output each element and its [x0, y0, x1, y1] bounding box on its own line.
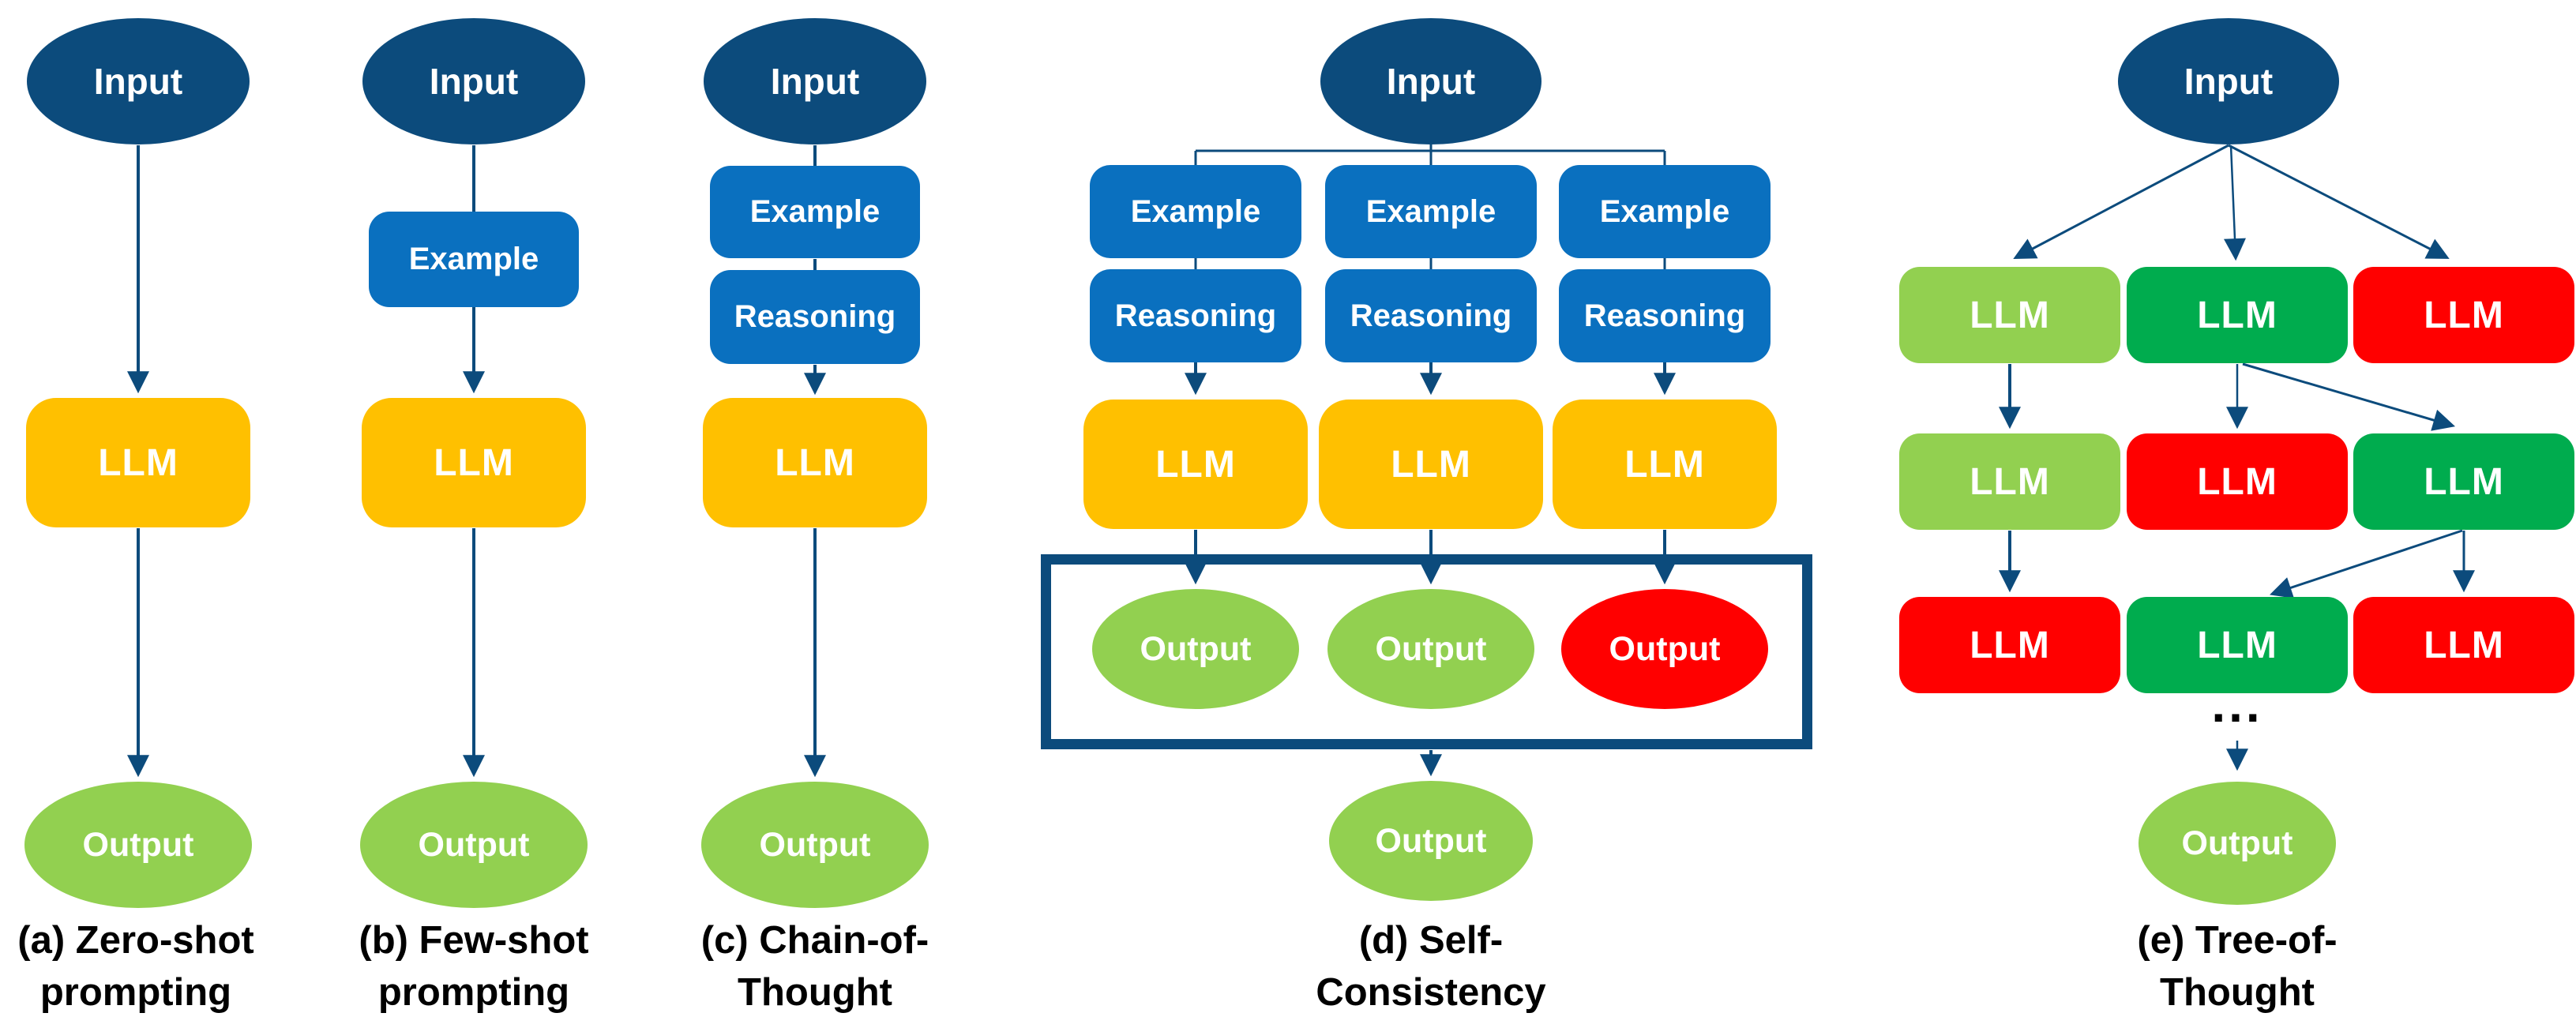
c-input-node: Input [704, 18, 926, 144]
e-ellipsis: ... [2198, 676, 2277, 733]
node-label: LLM [2197, 294, 2277, 336]
node-label: Input [429, 61, 519, 102]
node-label: Example [749, 194, 881, 229]
node-label: Input [93, 61, 183, 102]
node-label: Reasoning [1350, 298, 1512, 333]
node-label: LLM [2424, 460, 2504, 503]
caption-line: Thought [2160, 971, 2315, 1014]
caption-few-shot: (b) Few-shot prompting [316, 914, 632, 1019]
node-label: Example [1130, 193, 1261, 229]
node-label: Example [1365, 193, 1496, 229]
d-reasoning-node-3: Reasoning [1559, 269, 1771, 362]
d-llm-node-2: LLM [1319, 400, 1543, 529]
d-reasoning-node-2: Reasoning [1325, 269, 1537, 362]
caption-line: (c) Chain-of- [700, 919, 929, 962]
node-label: Output [82, 825, 194, 864]
arrow-e-r1c2-r2c3 [2242, 362, 2456, 431]
d-example-node-2: Example [1325, 165, 1537, 258]
node-label: LLM [1155, 443, 1236, 486]
d-sample-output-node-1: Output [1092, 589, 1299, 709]
c-reasoning-node: Reasoning [710, 270, 920, 364]
e-llm-node-r3c2: LLM [2127, 597, 2348, 693]
caption-line: prompting [39, 971, 232, 1014]
c-example-node: Example [710, 166, 920, 258]
d-example-node-1: Example [1090, 165, 1301, 258]
caption-line: Thought [738, 971, 892, 1014]
b-input-node: Input [362, 18, 585, 144]
caption-self-consistency: (d) Self- Consistency [1273, 914, 1589, 1019]
node-label: Example [1599, 193, 1730, 229]
e-llm-node-r3c1: LLM [1899, 597, 2120, 693]
d-input-node: Input [1320, 18, 1541, 144]
node-label: LLM [2424, 294, 2504, 336]
node-label: LLM [98, 441, 178, 484]
arrow-e-r2c3-r3c2 [2270, 529, 2463, 598]
b-example-node: Example [369, 212, 579, 307]
d-example-node-3: Example [1559, 165, 1771, 258]
node-label: LLM [2424, 624, 2504, 666]
arrow-e-input-r1c3 [2228, 144, 2450, 259]
caption-chain-of-thought: (c) Chain-of- Thought [657, 914, 973, 1019]
d-sample-output-node-2: Output [1327, 589, 1534, 709]
node-label: LLM [2197, 624, 2277, 666]
e-llm-node-r3c3: LLM [2353, 597, 2574, 693]
node-label: Output [2181, 824, 2293, 862]
e-llm-node-r2c3: LLM [2353, 433, 2574, 530]
consistency-outputs-box [1041, 554, 1812, 749]
a-llm-node: LLM [26, 398, 250, 527]
e-llm-node-r2c1: LLM [1899, 433, 2120, 530]
c-llm-node: LLM [703, 398, 927, 527]
a-output-node: Output [24, 782, 252, 908]
e-input-node: Input [2118, 18, 2339, 144]
node-label: Output [418, 825, 530, 864]
node-label: Output [1375, 629, 1487, 668]
e-llm-node-r2c2: LLM [2127, 433, 2348, 530]
c-output-node: Output [701, 782, 929, 908]
caption-line: prompting [377, 971, 570, 1014]
b-output-node: Output [360, 782, 588, 908]
e-llm-node-r1c3: LLM [2353, 267, 2574, 363]
e-output-node: Output [2139, 782, 2336, 905]
node-label: Output [1375, 821, 1487, 860]
node-label: Output [759, 825, 871, 864]
node-label: Reasoning [734, 299, 896, 334]
caption-line: (b) Few-shot [359, 919, 589, 962]
node-label: Output [1140, 629, 1252, 668]
node-label: Example [408, 242, 539, 276]
node-label: LLM [2197, 460, 2277, 503]
node-label: Reasoning [1114, 298, 1277, 333]
ellipsis-label: ... [2211, 676, 2263, 733]
node-label: Input [770, 61, 860, 102]
node-label: Input [2184, 61, 2274, 102]
node-label: LLM [1970, 624, 2050, 666]
node-label: LLM [1391, 443, 1471, 486]
d-sample-output-node-3: Output [1561, 589, 1768, 709]
caption-line: (a) Zero-shot [17, 919, 254, 962]
b-llm-node: LLM [362, 398, 586, 527]
d-reasoning-node-1: Reasoning [1090, 269, 1301, 362]
node-label: LLM [434, 441, 514, 484]
arrow-e-input-r1c1 [2013, 144, 2229, 259]
d-llm-node-3: LLM [1553, 400, 1777, 529]
caption-line: (e) Tree-of- [2137, 919, 2338, 962]
a-input-node: Input [27, 18, 250, 144]
node-label: LLM [1970, 460, 2050, 503]
node-label: LLM [1624, 443, 1705, 486]
e-llm-node-r1c2: LLM [2127, 267, 2348, 363]
d-final-output-node: Output [1329, 781, 1533, 901]
caption-line: Consistency [1316, 971, 1546, 1014]
node-label: Input [1386, 61, 1476, 102]
node-label: LLM [775, 441, 855, 484]
e-llm-node-r1c1: LLM [1899, 267, 2120, 363]
d-llm-node-1: LLM [1083, 400, 1308, 529]
node-label: Reasoning [1583, 298, 1746, 333]
caption-tree-of-thought: (e) Tree-of- Thought [2079, 914, 2395, 1019]
arrow-e-input-r1c2 [2224, 144, 2246, 261]
caption-zero-shot: (a) Zero-shot prompting [0, 914, 294, 1019]
node-label: Output [1609, 629, 1721, 668]
node-label: LLM [1970, 294, 2050, 336]
caption-line: (d) Self- [1358, 919, 1504, 962]
